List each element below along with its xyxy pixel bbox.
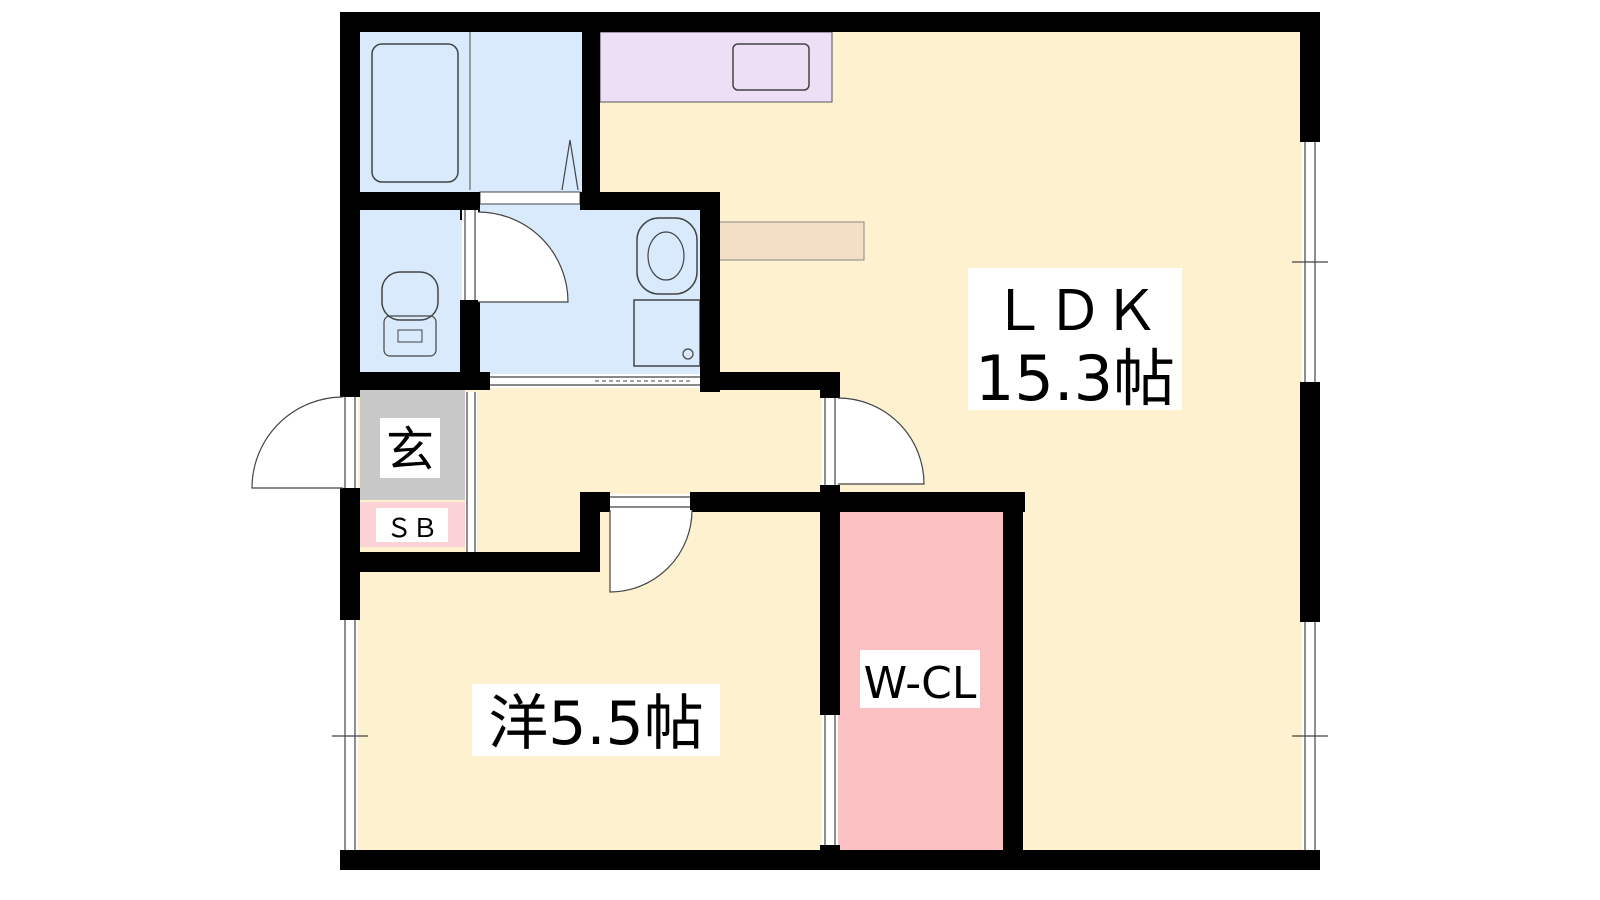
window-right-upper <box>1292 142 1328 382</box>
bath-door-frame <box>479 191 581 205</box>
entrance-label-bg <box>380 418 440 478</box>
toilet-tank <box>381 271 439 321</box>
closet-label: W-CL <box>864 658 977 709</box>
toilet-bowl <box>383 315 437 357</box>
entrance-label: 玄 <box>386 422 434 478</box>
ldk-label-bg <box>968 268 1182 410</box>
closet-label-bg <box>860 650 980 708</box>
ldk-door <box>822 397 925 485</box>
toilet-door <box>462 210 569 303</box>
ldk-size-label: 15.3帖 <box>975 342 1175 415</box>
washer-drain <box>682 348 694 360</box>
bath-door-swing <box>561 139 579 191</box>
exterior-walls <box>340 12 1320 870</box>
ldk-label: ＬＤＫ <box>991 279 1159 344</box>
sink-basin <box>647 231 685 281</box>
kitchen-area <box>599 31 833 103</box>
window-right-lower <box>1292 622 1328 850</box>
bathtub <box>371 43 459 183</box>
washroom-sliding-door <box>490 374 700 388</box>
window-left <box>332 620 368 850</box>
hall-partition <box>465 392 477 552</box>
toilet-floor <box>350 200 470 380</box>
shoe-box-label: ＳＢ <box>386 514 438 544</box>
closet-opening <box>822 715 838 845</box>
counter <box>711 221 865 261</box>
shoe-box-label-bg <box>376 508 448 542</box>
sink <box>636 217 698 295</box>
toilet-seat <box>397 329 423 343</box>
western-room-label-bg <box>472 684 720 756</box>
western-room-door <box>609 494 693 593</box>
western-room-label: 洋5.5帖 <box>488 689 703 759</box>
entrance-door <box>251 396 358 489</box>
kitchen-sink <box>732 43 810 91</box>
